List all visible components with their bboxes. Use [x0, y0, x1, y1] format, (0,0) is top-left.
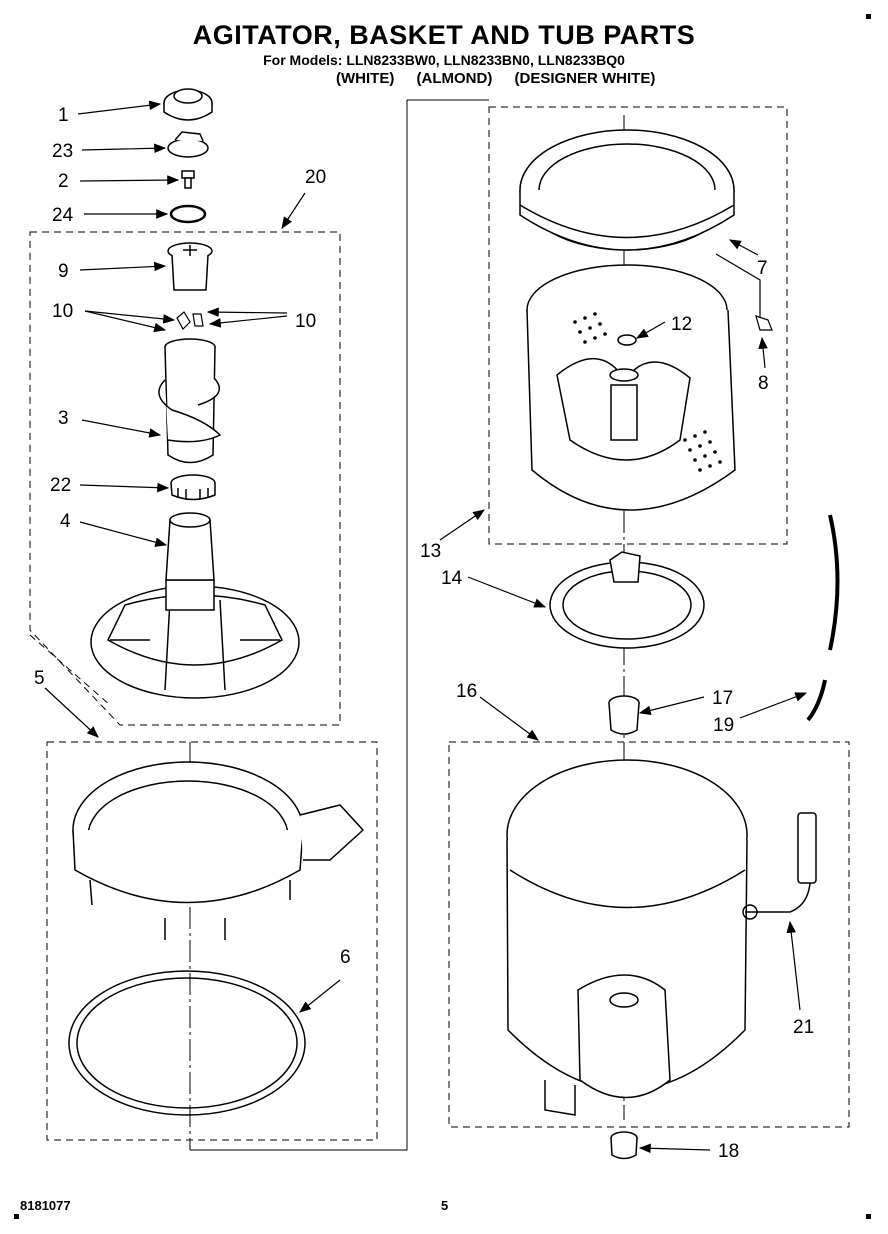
agitator-base-part: [90, 512, 300, 699]
page-title: AGITATOR, BASKET AND TUB PARTS: [192, 20, 696, 50]
seal-ring-part: [169, 204, 207, 224]
callout-6: 6: [340, 947, 351, 968]
agitator-cap-part: [163, 88, 213, 121]
balance-ring-part: [519, 129, 735, 251]
dog-parts: [176, 311, 204, 330]
color-white: (WHITE): [336, 70, 395, 87]
basket-box: [488, 106, 788, 545]
callout-10-left: 10: [52, 301, 73, 322]
color-variants: (WHITE) (ALMOND) (DESIGNER WHITE): [336, 70, 756, 87]
callout-4: 4: [60, 511, 71, 532]
corner-mark-top-right: [866, 14, 871, 19]
tub-ring-box: [46, 741, 378, 1141]
clip-part: [715, 253, 773, 331]
callout-3: 3: [58, 408, 69, 429]
callout-24: 24: [52, 205, 74, 226]
page-number: 5: [441, 1198, 449, 1213]
outer-tub-part: [506, 759, 748, 1116]
drive-hub-part: [549, 551, 705, 649]
callout-labels: 1 23 2 24 20 9 10 10 3 22 4 5 6 7 12 8 1…: [34, 105, 814, 1162]
tub-box: [448, 741, 850, 1128]
tub-ring-part: [72, 761, 365, 940]
document-number: 8181077: [20, 1198, 71, 1213]
callout-17: 17: [712, 688, 733, 709]
agitator-assembly-box: [29, 231, 341, 726]
cap-clip-part: [167, 131, 209, 158]
washer-basket-part: [526, 264, 736, 511]
callout-22: 22: [50, 475, 71, 496]
basket-perforations: [573, 312, 722, 472]
dash-link-20-5: [29, 634, 111, 706]
corner-mark-bottom-right: [866, 1214, 871, 1219]
corner-mark-bottom-left: [14, 1214, 19, 1219]
callout-2: 2: [58, 171, 69, 192]
callout-13: 13: [420, 541, 441, 562]
snubber-ring-part: [68, 970, 306, 1116]
pressure-hose-part: [742, 812, 817, 920]
callout-10-right: 10: [295, 311, 316, 332]
ratchet-part: [170, 474, 216, 501]
drain-plug-part: [610, 1131, 638, 1160]
callout-12: 12: [671, 314, 692, 335]
callout-9: 9: [58, 261, 69, 282]
callout-19: 19: [713, 715, 734, 736]
callout-7: 7: [757, 258, 768, 279]
dog-cam-part: [167, 242, 213, 291]
connector-line: [190, 100, 408, 1151]
color-almond: (ALMOND): [416, 70, 493, 87]
callout-14: 14: [441, 568, 463, 589]
callout-1: 1: [58, 105, 69, 126]
hose-part: [806, 514, 840, 722]
hub-seal-part: [608, 695, 640, 735]
callout-21: 21: [793, 1017, 814, 1038]
models-line: For Models: LLN8233BW0, LLN8233BN0, LLN8…: [263, 52, 625, 68]
callout-23: 23: [52, 141, 73, 162]
callout-20: 20: [305, 167, 326, 188]
callout-5: 5: [34, 668, 45, 689]
callout-18: 18: [718, 1141, 739, 1162]
callout-16: 16: [456, 681, 477, 702]
bolt-part: [181, 170, 195, 189]
agitator-barrel-part: [158, 338, 222, 464]
color-designer-white: (DESIGNER WHITE): [514, 70, 656, 87]
callout-8: 8: [758, 373, 769, 394]
